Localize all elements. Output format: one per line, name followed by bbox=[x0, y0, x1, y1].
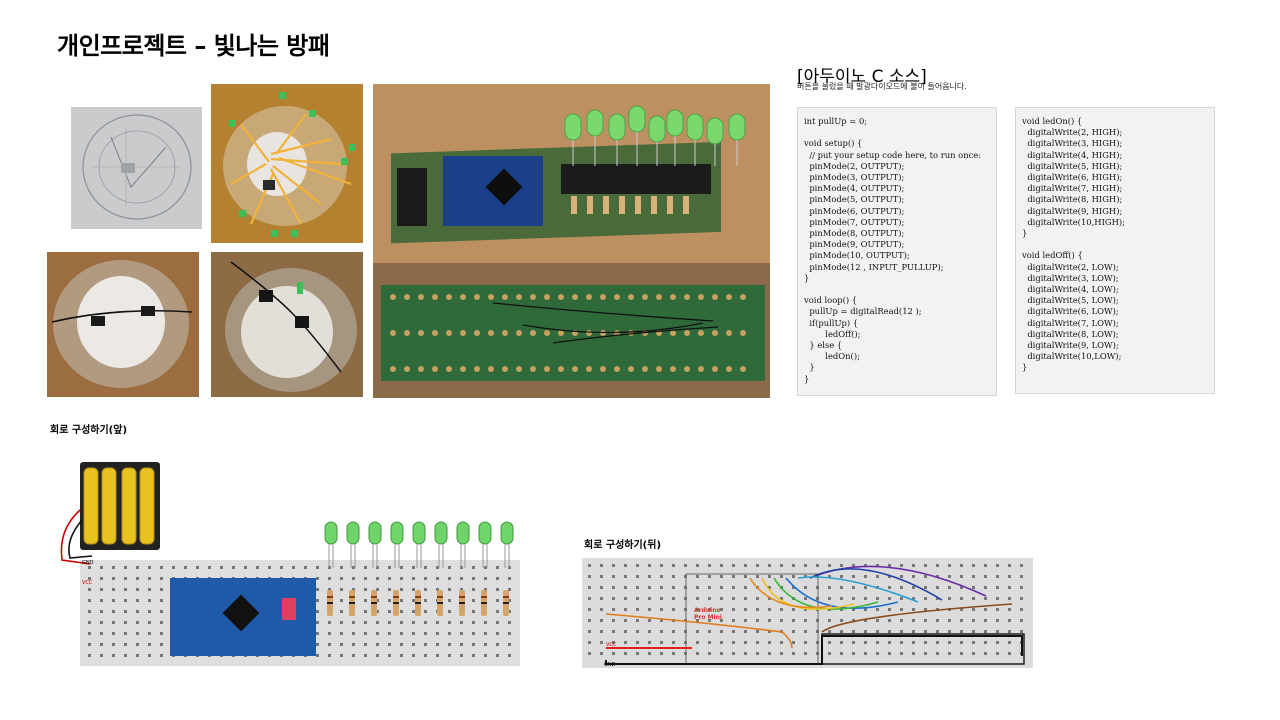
front-resistor bbox=[415, 590, 421, 616]
code-block-main: int pullUp = 0; void setup() { // put yo… bbox=[797, 107, 997, 396]
circuit-back-diagram: Arduino Pro Mini VCC GND bbox=[582, 552, 1034, 670]
photo-pcb-back bbox=[373, 263, 770, 398]
page-title: 개인프로젝트 – 빛나는 방패 bbox=[57, 32, 330, 60]
back-vcc-label: VCC bbox=[606, 642, 617, 648]
front-led bbox=[390, 521, 404, 568]
photo-shield-assembled bbox=[211, 252, 363, 397]
front-vcc-label: VCC bbox=[82, 580, 93, 586]
front-resistor bbox=[459, 590, 465, 616]
front-resistor bbox=[437, 590, 443, 616]
front-led bbox=[346, 521, 360, 568]
circuit-front-diagram: GND VCC bbox=[50, 460, 525, 670]
front-resistor bbox=[393, 590, 399, 616]
circuit-back-label: 회로 구성하기(뒤) bbox=[584, 540, 662, 551]
back-board-name-2: Pro Mini bbox=[694, 614, 722, 621]
code-section-subheading: 버튼을 눌렀을 때 발광다이오드에 불이 들어옵니다. bbox=[797, 82, 967, 91]
photo-shield-sketch bbox=[71, 107, 202, 229]
code-text-functions: void ledOn() { digitalWrite(2, HIGH); di… bbox=[1022, 116, 1125, 373]
code-section-heading: [아두이노 C 소스] bbox=[797, 67, 927, 87]
photo-arduino-led-board bbox=[373, 84, 770, 263]
front-led bbox=[478, 521, 492, 568]
front-resistor bbox=[371, 590, 377, 616]
front-led bbox=[368, 521, 382, 568]
photo-shield-wiring bbox=[211, 84, 363, 243]
front-led bbox=[412, 521, 426, 568]
front-resistor bbox=[481, 590, 487, 616]
front-resistor bbox=[327, 590, 333, 616]
front-gnd-label: GND bbox=[82, 560, 94, 566]
front-led bbox=[324, 521, 338, 568]
front-led bbox=[500, 521, 514, 568]
front-resistor bbox=[349, 590, 355, 616]
front-resistor bbox=[503, 590, 509, 616]
code-block-functions: void ledOn() { digitalWrite(2, HIGH); di… bbox=[1015, 107, 1215, 394]
back-board-name-1: Arduino bbox=[694, 607, 721, 614]
code-text-main: int pullUp = 0; void setup() { // put yo… bbox=[804, 116, 982, 384]
circuit-front-label: 회로 구성하기(앞) bbox=[50, 425, 128, 436]
front-led bbox=[434, 521, 448, 568]
front-led bbox=[456, 521, 470, 568]
photo-shield-front bbox=[47, 252, 199, 397]
